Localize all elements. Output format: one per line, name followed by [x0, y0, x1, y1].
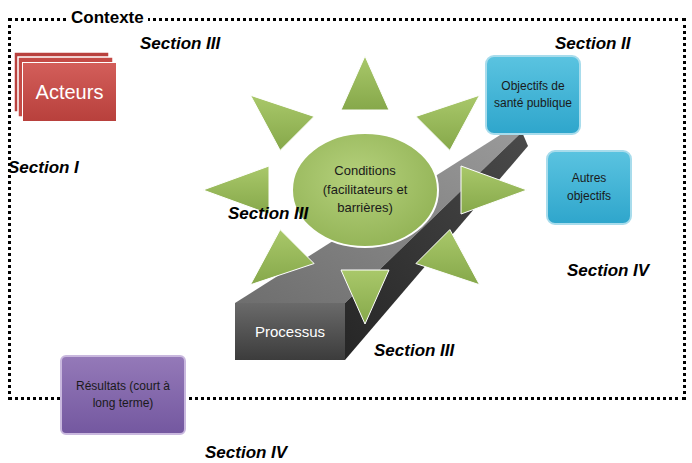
process-beam — [235, 130, 528, 360]
section-label: Section III — [374, 341, 454, 361]
section-label: Section IV — [567, 261, 649, 281]
sun-ray — [341, 56, 389, 110]
section-label: Section II — [555, 34, 631, 54]
sun-ray — [250, 230, 314, 285]
objective-box: Autres objectifs — [546, 150, 632, 225]
context-frame: ContexteActeursConditions (facilitateurs… — [8, 18, 686, 400]
node-text: Acteurs — [36, 78, 104, 107]
sun-rays — [203, 56, 527, 324]
node-text: Objectifs de santé publique — [493, 78, 573, 113]
sun-ray — [416, 230, 480, 285]
node-text: Processus — [255, 321, 325, 343]
sun-ray — [341, 270, 389, 324]
objective-box: Objectifs de santé publique — [485, 55, 581, 135]
actors-box: Acteurs — [22, 62, 117, 122]
section-label: Section III — [228, 204, 308, 224]
results-box: Résultats (court à long terme) — [60, 355, 186, 435]
node-text: Autres objectifs — [554, 170, 624, 205]
section-label: Section IV — [205, 443, 287, 463]
sun-ray — [461, 166, 527, 214]
sun-ray — [416, 95, 480, 150]
node-text: Résultats (court à long terme) — [68, 378, 178, 413]
conditions-circle: Conditions (facilitateurs et barrières) — [290, 131, 440, 249]
process-box: Processus — [235, 303, 345, 360]
sun-ray — [250, 95, 314, 150]
node-text: Conditions (facilitateurs et barrières) — [310, 162, 420, 219]
section-label: Section III — [140, 34, 220, 54]
section-label: Section I — [8, 158, 79, 178]
context-heading: Contexte — [67, 8, 148, 28]
